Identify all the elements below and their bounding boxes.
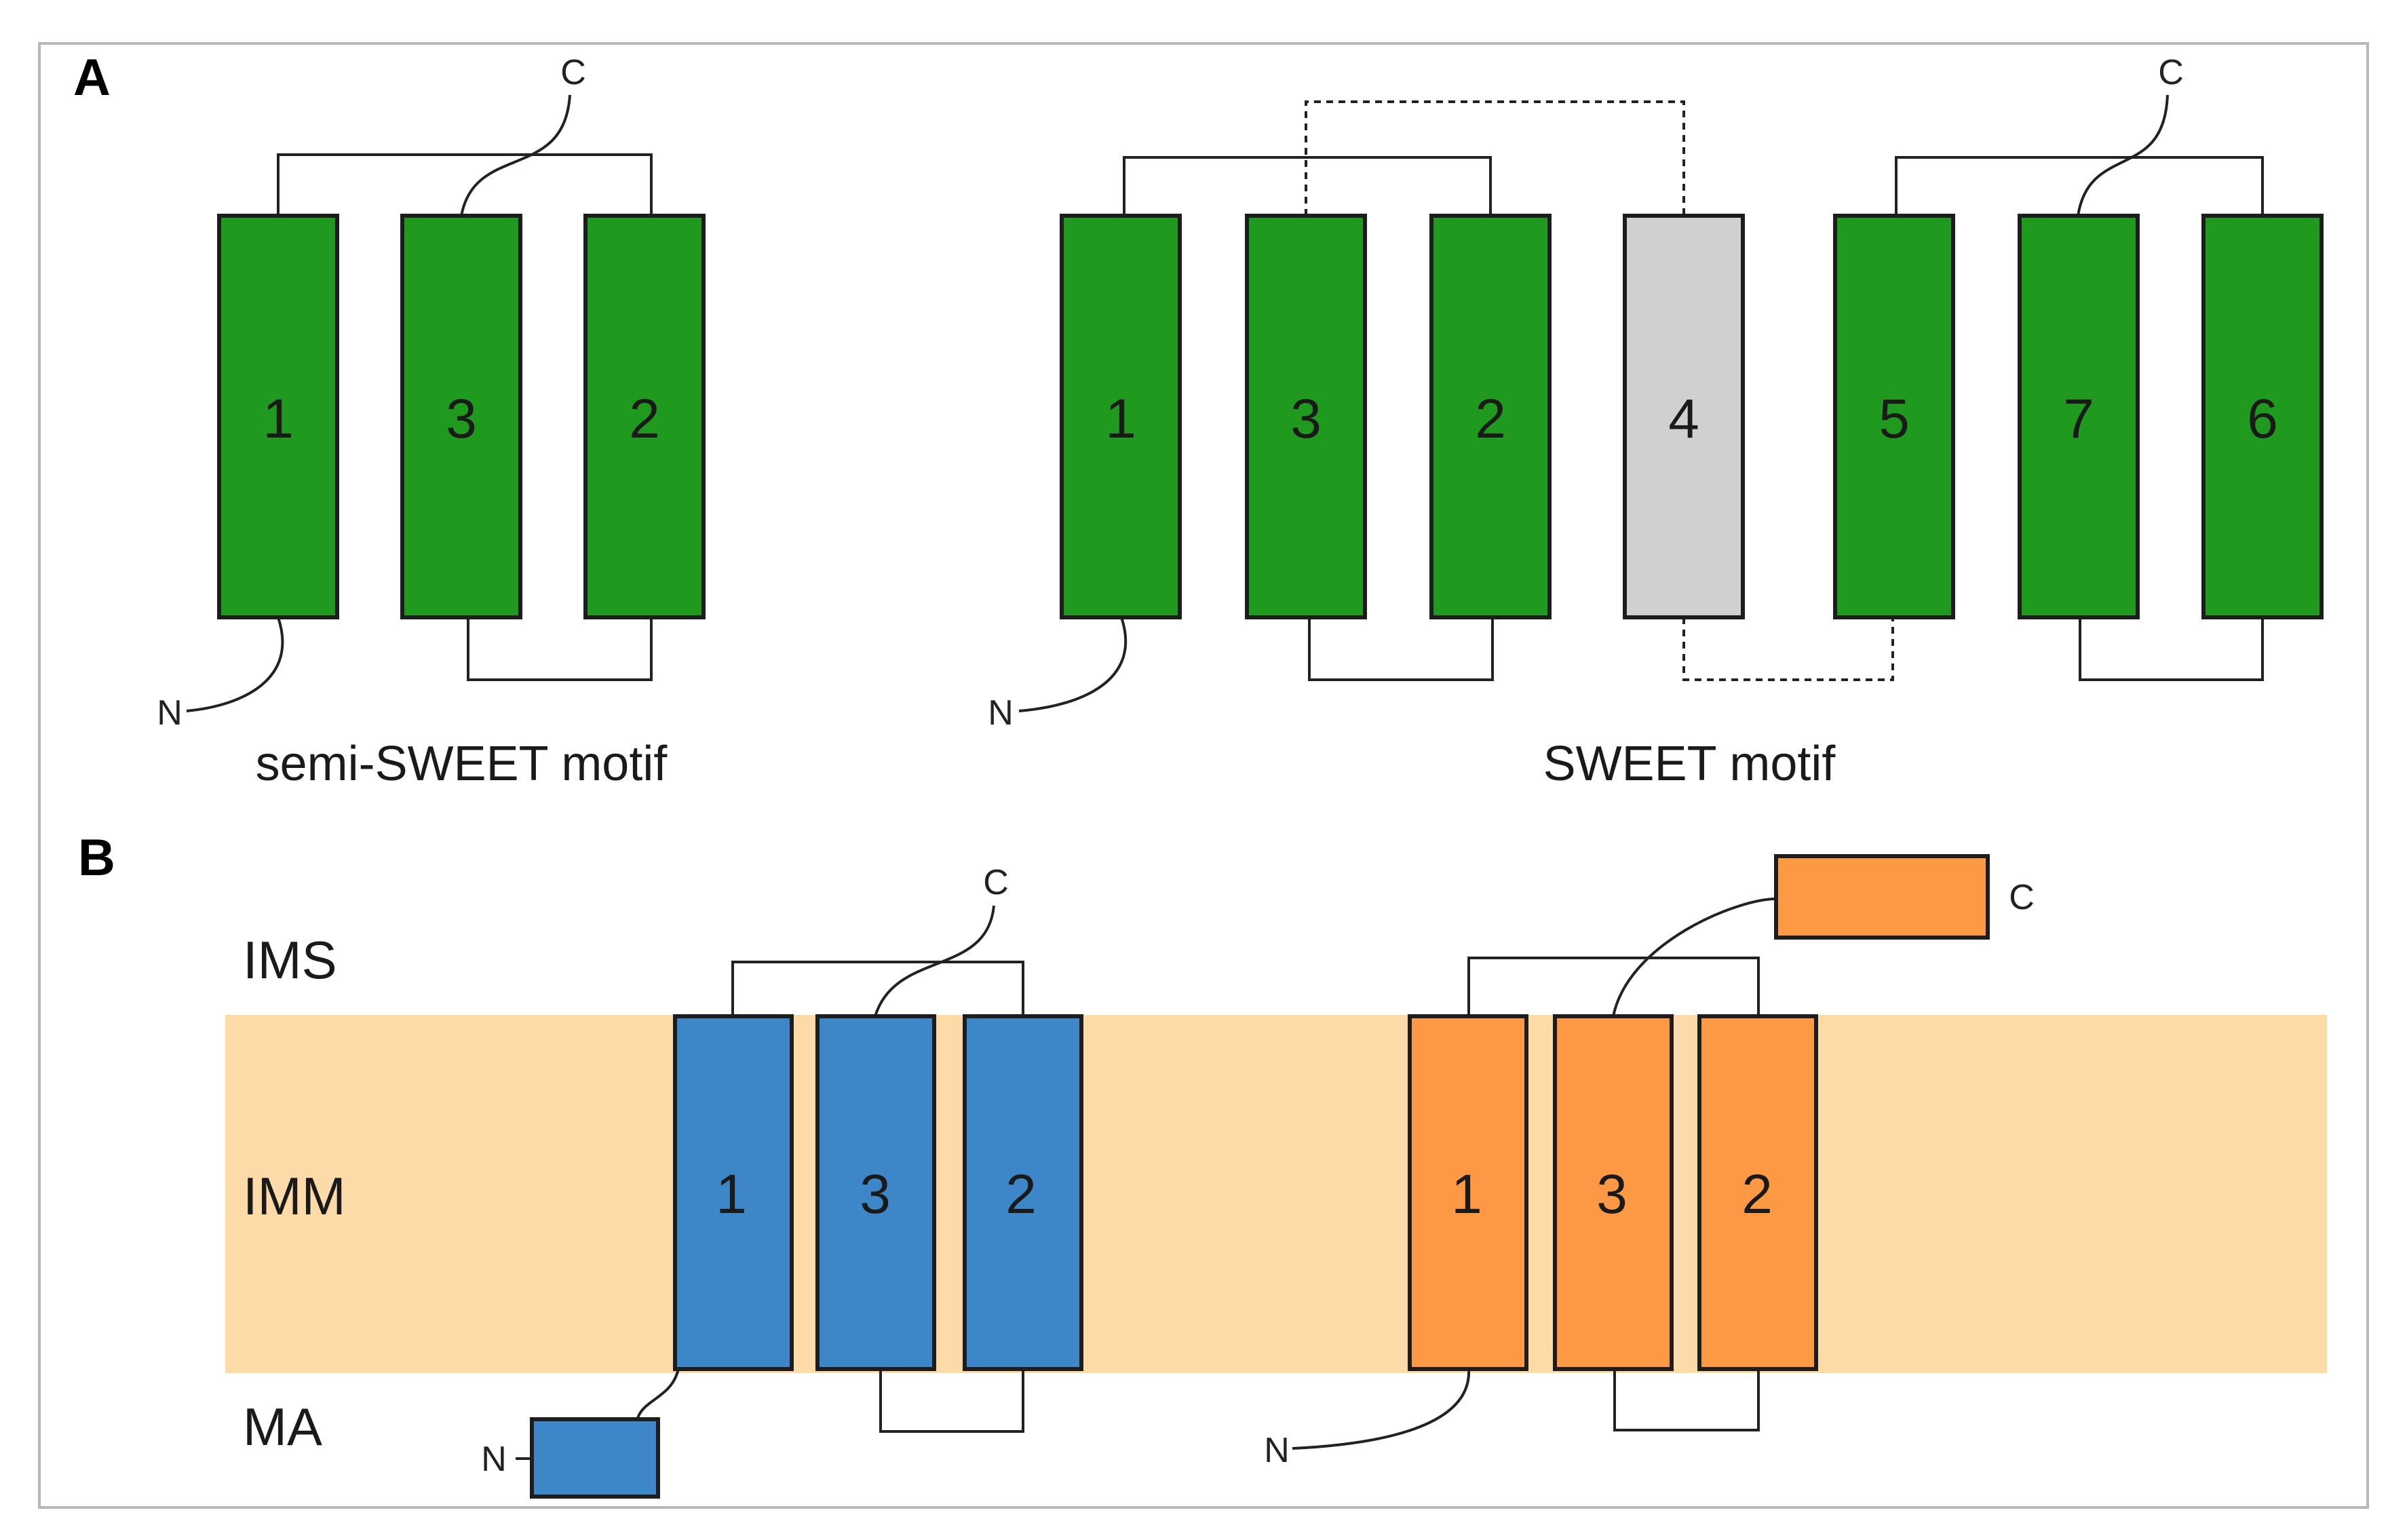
helix-label: 7 bbox=[2063, 388, 2094, 450]
panel-a-label: A bbox=[73, 49, 111, 107]
helix-tm2 bbox=[583, 214, 706, 619]
orange-protein-connectors bbox=[1292, 898, 1777, 1450]
n-terminus-tail bbox=[636, 1368, 680, 1419]
helix-tm1 bbox=[673, 1014, 794, 1371]
n-terminus-label: N bbox=[988, 693, 1014, 733]
loop-tm4-tm5-bottom bbox=[1682, 617, 1894, 681]
helix-label: 2 bbox=[1005, 1163, 1037, 1225]
loop-tm3-tm2-bottom bbox=[1308, 617, 1494, 681]
n-terminus-tail bbox=[186, 617, 284, 712]
loop-tm7-tm6-bottom bbox=[2079, 617, 2264, 681]
n-terminus-label: N bbox=[1264, 1431, 1290, 1470]
helix-tm4-linker bbox=[1623, 214, 1745, 619]
semi-sweet-connectors bbox=[186, 94, 653, 712]
helix-tm2 bbox=[963, 1014, 1083, 1371]
c-terminus-tail bbox=[2077, 94, 2169, 216]
helix-label: 3 bbox=[446, 388, 477, 450]
helix-label: 5 bbox=[1879, 388, 1910, 450]
region-label-ims: IMS bbox=[243, 930, 337, 990]
c-terminus-label: C bbox=[2158, 53, 2184, 92]
c-terminus-label: C bbox=[560, 53, 586, 92]
c-terminus-tail bbox=[460, 94, 571, 216]
helix-label: 4 bbox=[1668, 388, 1699, 450]
loop-tm5-tm6-top bbox=[1895, 156, 2264, 216]
sweet-caption: SWEET motif bbox=[1543, 737, 1836, 791]
helix-tm2 bbox=[1697, 1014, 1818, 1371]
helix-tm6 bbox=[2201, 214, 2324, 619]
helix-tm3 bbox=[1245, 214, 1367, 619]
n-terminus-tail bbox=[1292, 1368, 1471, 1450]
sweet-helices bbox=[1060, 214, 2324, 619]
n-terminus-label: N bbox=[157, 693, 182, 733]
orange-protein-helices bbox=[1408, 854, 1990, 1371]
helix-label: 2 bbox=[1741, 1163, 1773, 1225]
helix-tm7 bbox=[2018, 214, 2140, 619]
helix-label: 3 bbox=[860, 1163, 891, 1225]
loop-tm3-tm2-bottom bbox=[467, 617, 653, 681]
helix-label: 3 bbox=[1290, 388, 1322, 450]
region-label-ma: MA bbox=[243, 1397, 322, 1457]
c-terminus-tail bbox=[1612, 898, 1777, 1017]
semi-sweet-caption: semi-SWEET motif bbox=[256, 737, 668, 791]
helix-tm2 bbox=[1429, 214, 1552, 619]
helix-label: 6 bbox=[2247, 388, 2278, 450]
n-terminus-tail bbox=[1018, 617, 1128, 712]
region-label-imm: IMM bbox=[243, 1166, 346, 1226]
inner-membrane-band bbox=[225, 1015, 2327, 1373]
blue-protein-connectors bbox=[516, 905, 1024, 1460]
helix-tm3 bbox=[815, 1014, 936, 1371]
blue-protein-helices bbox=[530, 1014, 1083, 1499]
helix-tm1 bbox=[1408, 1014, 1528, 1371]
helix-tm1 bbox=[217, 214, 339, 619]
helix-label: 1 bbox=[1451, 1163, 1482, 1225]
loop-tm3-tm2-bottom bbox=[879, 1369, 1024, 1433]
helix-tm5 bbox=[1833, 214, 1955, 619]
c-terminus-tail bbox=[874, 905, 995, 1017]
n-terminus-label: N bbox=[481, 1440, 507, 1479]
c-terminus-label: C bbox=[2009, 878, 2035, 917]
helix-tm3 bbox=[1553, 1014, 1674, 1371]
n-terminal-domain bbox=[530, 1417, 660, 1499]
loop-tm3-tm2-bottom bbox=[1613, 1369, 1760, 1431]
helix-label: 1 bbox=[1105, 388, 1136, 450]
helix-label: 3 bbox=[1596, 1163, 1628, 1225]
loop-tm1-tm2-top bbox=[1467, 957, 1760, 1016]
c-terminus-label: C bbox=[983, 863, 1009, 902]
loop-tm1-tm2-top bbox=[277, 153, 653, 216]
sweet-connectors bbox=[1018, 94, 2264, 712]
panel-b-label: B bbox=[78, 829, 115, 887]
semi-sweet-helices bbox=[217, 214, 706, 619]
helix-tm1 bbox=[1060, 214, 1182, 619]
loop-tm1-tm2-top bbox=[1123, 156, 1492, 216]
helix-tm3 bbox=[400, 214, 522, 619]
loop-tm1-tm2-top bbox=[731, 961, 1024, 1016]
helix-label: 2 bbox=[1475, 388, 1506, 450]
c-terminal-domain bbox=[1774, 854, 1990, 940]
helix-label: 2 bbox=[629, 388, 660, 450]
helix-label: 1 bbox=[716, 1163, 747, 1225]
helix-label: 1 bbox=[263, 388, 294, 450]
